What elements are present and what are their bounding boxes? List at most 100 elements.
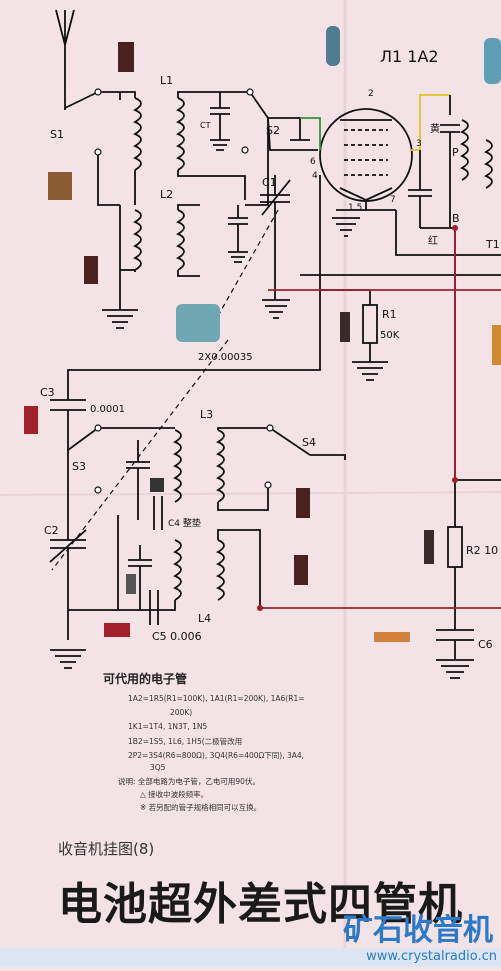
wire	[178, 92, 200, 98]
terminal	[95, 149, 101, 155]
coil-l3-primary	[175, 430, 181, 502]
ground-symbol	[50, 650, 86, 668]
coil-l1-primary	[135, 98, 141, 170]
trimmer-ct1	[210, 92, 230, 140]
note-line: 1K1=1T4, 1N3T, 1N5	[128, 722, 207, 731]
switch-photo	[48, 172, 72, 200]
label-s3: S3	[72, 460, 86, 473]
cap-c4	[154, 496, 162, 530]
wire	[420, 228, 501, 480]
ground-symbol	[102, 300, 138, 328]
label-red: 红	[428, 234, 438, 247]
wire	[440, 95, 460, 228]
ground-symbol	[210, 140, 230, 150]
cap-c3	[50, 400, 86, 410]
resistor-r1	[363, 305, 377, 343]
wire-green	[300, 118, 320, 150]
coil-l3-secondary	[218, 430, 224, 502]
coil-l4-secondary	[218, 540, 224, 600]
note-line: 2P2=3S4(R6=800Ω), 3Q4(R6=400Ω下同), 3A4,	[128, 750, 304, 761]
terminal	[242, 147, 248, 153]
terminal	[247, 89, 253, 95]
ground-symbol	[262, 300, 290, 318]
coil-photo	[118, 42, 134, 72]
label-c6: C6	[478, 638, 493, 651]
cap-c6	[436, 630, 474, 640]
tube-1a2	[320, 109, 412, 201]
coil-photo	[294, 555, 308, 585]
label-s4: S4	[302, 436, 316, 449]
junction	[452, 477, 458, 483]
trimmer-photo	[150, 478, 164, 492]
coil-l1-secondary	[178, 98, 184, 170]
pin-4: 4	[312, 171, 318, 181]
junction	[452, 225, 458, 231]
pin-7: 7	[390, 195, 396, 205]
wire	[245, 118, 268, 205]
tube-grids	[344, 130, 388, 175]
terminal	[265, 482, 271, 488]
wire	[218, 485, 268, 510]
gang-link	[52, 340, 228, 570]
pin-3: 3	[416, 139, 422, 149]
label-t1: T1	[485, 238, 500, 251]
label-c2: C2	[44, 524, 59, 537]
wire	[178, 205, 200, 276]
switch-s4	[310, 455, 345, 460]
wire	[218, 428, 310, 455]
wire	[178, 170, 200, 176]
cap-photo	[24, 406, 38, 434]
cap-photo	[492, 325, 501, 365]
terminal	[267, 425, 273, 431]
terminal	[95, 425, 101, 431]
tube-label: Л1 1A2	[380, 47, 439, 66]
pin-2: 2	[368, 89, 374, 99]
ground-symbol	[228, 252, 248, 262]
label-c3: C3	[40, 386, 55, 399]
ground-symbol	[436, 660, 474, 678]
switch-s1	[65, 92, 98, 108]
label-r2: R2 10	[466, 544, 498, 557]
label-b: B	[452, 212, 460, 225]
trimmer-photo	[126, 574, 136, 594]
trimmer-ct2	[228, 205, 248, 252]
label-l4: L4	[198, 612, 211, 625]
note-line: ※ 若另配的管子规格相同可以互换。	[140, 802, 261, 813]
pin-6: 6	[310, 157, 316, 167]
poster-subtitle: 收音机挂图(8)	[58, 838, 154, 859]
site-url[interactable]: www.crystalradio.cn	[366, 949, 497, 964]
coil-t1-secondary	[486, 140, 492, 188]
coil-l2-primary	[135, 210, 141, 270]
switch-s3	[68, 428, 98, 450]
label-l2: L2	[160, 188, 173, 201]
label-p: P	[452, 146, 459, 159]
coil-l4-primary	[175, 540, 181, 600]
note-line: 说明: 全部电路为电子管，乙电可用90伏。	[118, 776, 260, 787]
wire	[120, 92, 135, 98]
cap-photo	[374, 632, 410, 642]
pin-1-5: 1.5	[348, 203, 362, 213]
component-photos	[24, 26, 501, 642]
wire	[200, 176, 245, 200]
wire	[68, 600, 175, 610]
coil-photo	[84, 256, 98, 284]
antenna-symbol	[56, 10, 74, 88]
label-l1: L1	[160, 74, 173, 87]
ground-symbol	[352, 362, 388, 380]
coil-l2-secondary	[178, 210, 184, 270]
wire	[98, 152, 120, 205]
resistor-photo	[340, 312, 350, 342]
resistor-photo	[424, 530, 434, 564]
cap-photo	[104, 623, 130, 637]
gang-link	[210, 210, 278, 330]
site-logo: 矿石收音机	[343, 905, 493, 949]
resistor-r2	[448, 527, 462, 567]
label-c3-value: 0.0001	[90, 404, 125, 415]
terminal	[95, 487, 101, 493]
coil-t1	[462, 120, 468, 180]
tube-notes-heading: 可代用的电子管	[103, 670, 187, 687]
note-line: 1B2=1S5, 1L6, 1H5(二极管改用	[128, 736, 242, 747]
tube-photo	[326, 26, 340, 66]
